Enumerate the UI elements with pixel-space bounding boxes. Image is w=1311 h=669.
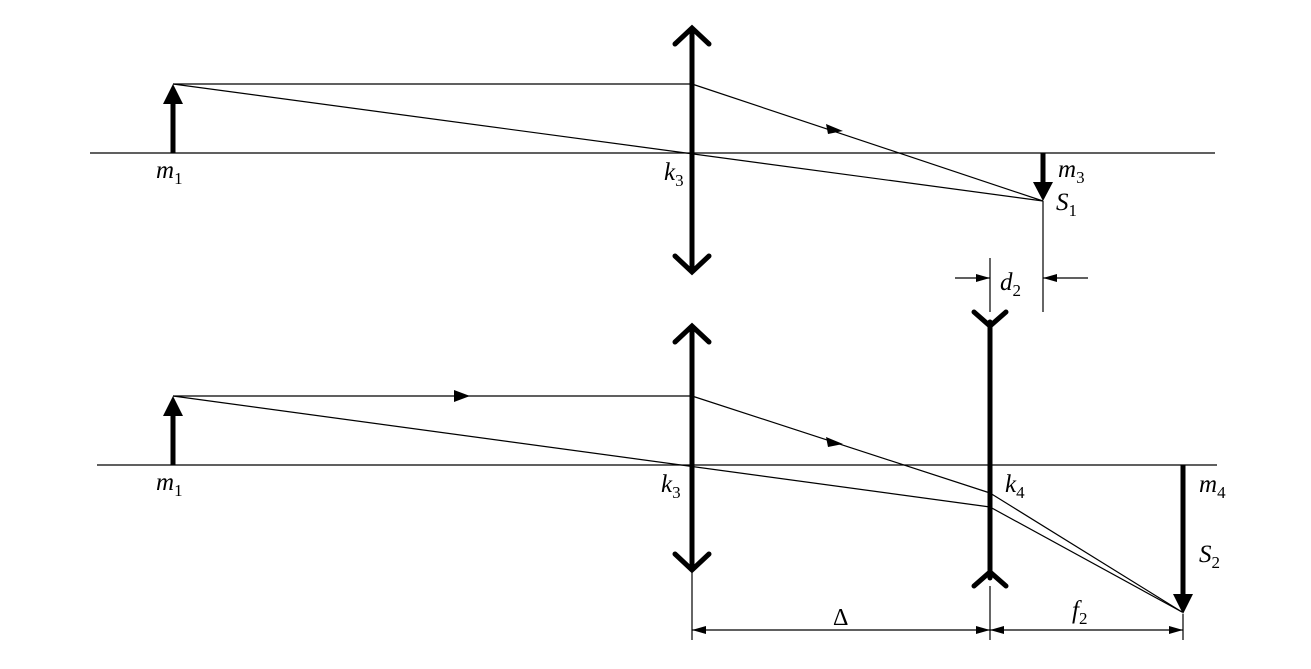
label-m1-bottom: m1 [156, 469, 183, 500]
label-k3-top: k3 [664, 159, 684, 190]
label-m3: m3 [1058, 156, 1085, 187]
label-m4: m4 [1199, 471, 1226, 502]
image-arrow-m3 [1033, 153, 1053, 201]
top-diagram: m1 k3 m3 S1 d2 [90, 24, 1215, 312]
label-S1: S1 [1056, 189, 1077, 220]
converging-lens-k3-top [672, 24, 712, 276]
ray-refracted-k3-bottom [691, 395, 991, 494]
label-k3-bottom: k3 [661, 471, 681, 502]
label-m1-top: m1 [156, 157, 183, 188]
ray-central-bottom [172, 395, 991, 508]
label-delta: Δ [833, 605, 848, 631]
converging-lens-k3-bottom [672, 322, 712, 574]
ray-central-top [172, 83, 1044, 202]
diverging-lens-k4 [971, 309, 1009, 589]
label-k4: k4 [1005, 471, 1025, 502]
ray-direction-arrow-top [826, 124, 843, 134]
object-arrow-m1-bottom [163, 396, 183, 465]
object-arrow-m1-top [163, 84, 183, 153]
label-f2: f2 [1072, 597, 1087, 628]
image-arrow-m4 [1173, 465, 1193, 614]
ray-direction-arrow-bottom [826, 437, 843, 447]
ray-after-k4-a [989, 492, 1183, 613]
ray-after-k4-b [989, 506, 1183, 613]
label-d2: d2 [1000, 269, 1021, 300]
ray-direction-arrow-parallel [454, 390, 470, 402]
label-S2: S2 [1199, 541, 1220, 572]
bottom-diagram: m1 k3 k4 m4 S2 Δ f2 [97, 309, 1226, 640]
ray-refracted-top [691, 83, 1044, 202]
